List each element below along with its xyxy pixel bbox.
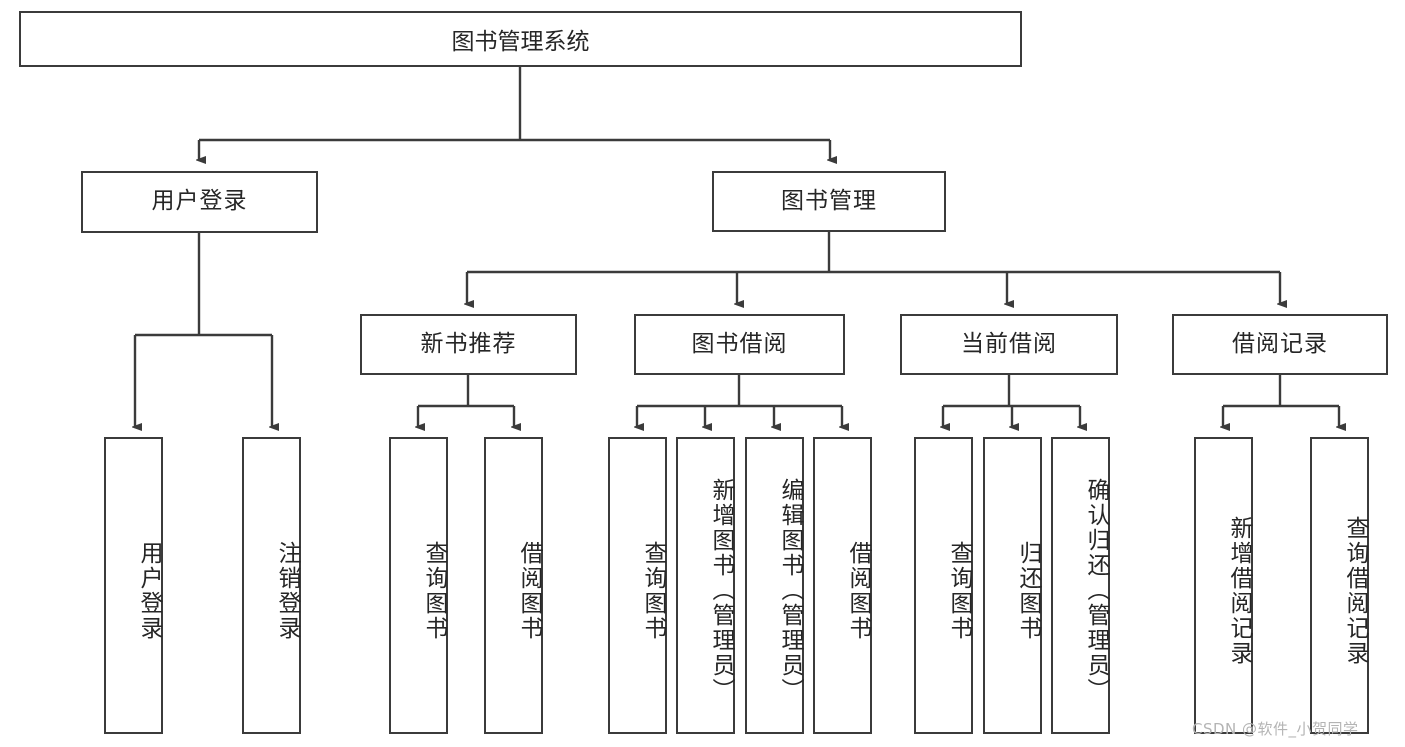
node-borrow-record[interactable]: 借阅记录 [1172, 314, 1388, 375]
leaf-borrow-query-book[interactable]: 查询图书 [608, 437, 667, 734]
leaf-borrow-borrow-book[interactable]: 借阅图书 [813, 437, 872, 734]
leaf-current-confirm-return-admin[interactable]: 确认归还（管理员） [1051, 437, 1110, 734]
node-label: 查询借阅记录 [1342, 515, 1368, 666]
node-label: 注销登录 [274, 540, 300, 641]
leaf-recommend-query-book[interactable]: 查询图书 [389, 437, 448, 734]
leaf-current-return-book[interactable]: 归还图书 [983, 437, 1042, 734]
node-label: 查询图书 [421, 540, 447, 641]
node-book-management[interactable]: 图书管理 [712, 171, 946, 232]
node-label: 新增借阅记录 [1226, 515, 1252, 666]
node-label: 查询图书 [640, 540, 666, 641]
node-label: 借阅记录 [1232, 330, 1328, 357]
node-label: 图书管理 [781, 187, 877, 214]
node-label: 确认归还（管理员） [1083, 478, 1109, 703]
node-label: 查询图书 [946, 540, 972, 641]
node-current-borrow[interactable]: 当前借阅 [900, 314, 1118, 375]
node-label: 用户登录 [136, 540, 162, 641]
node-label: 图书借阅 [691, 330, 788, 357]
leaf-user-login-login[interactable]: 用户登录 [104, 437, 163, 734]
node-label: 当前借阅 [961, 330, 1057, 357]
leaf-record-query-record[interactable]: 查询借阅记录 [1310, 437, 1369, 734]
node-label: 编辑图书（管理员） [777, 478, 803, 703]
node-label: 用户登录 [151, 188, 248, 215]
node-book-borrow[interactable]: 图书借阅 [634, 314, 845, 375]
leaf-current-query-book[interactable]: 查询图书 [914, 437, 973, 734]
leaf-borrow-edit-book-admin[interactable]: 编辑图书（管理员） [745, 437, 804, 734]
leaf-user-login-logout[interactable]: 注销登录 [242, 437, 301, 734]
leaf-borrow-add-book-admin[interactable]: 新增图书（管理员） [676, 437, 735, 734]
node-label: 新增图书（管理员） [708, 478, 734, 703]
node-label: 图书管理系统 [451, 29, 590, 55]
leaf-record-add-record[interactable]: 新增借阅记录 [1194, 437, 1253, 734]
node-new-book-recommend[interactable]: 新书推荐 [360, 314, 577, 375]
node-root-book-management-system[interactable]: 图书管理系统 [19, 11, 1022, 67]
node-label: 借阅图书 [516, 540, 542, 641]
leaf-recommend-borrow-book[interactable]: 借阅图书 [484, 437, 543, 734]
node-user-login[interactable]: 用户登录 [81, 171, 318, 233]
node-label: 借阅图书 [845, 540, 871, 641]
node-label: 归还图书 [1015, 540, 1041, 641]
node-label: 新书推荐 [420, 330, 517, 357]
